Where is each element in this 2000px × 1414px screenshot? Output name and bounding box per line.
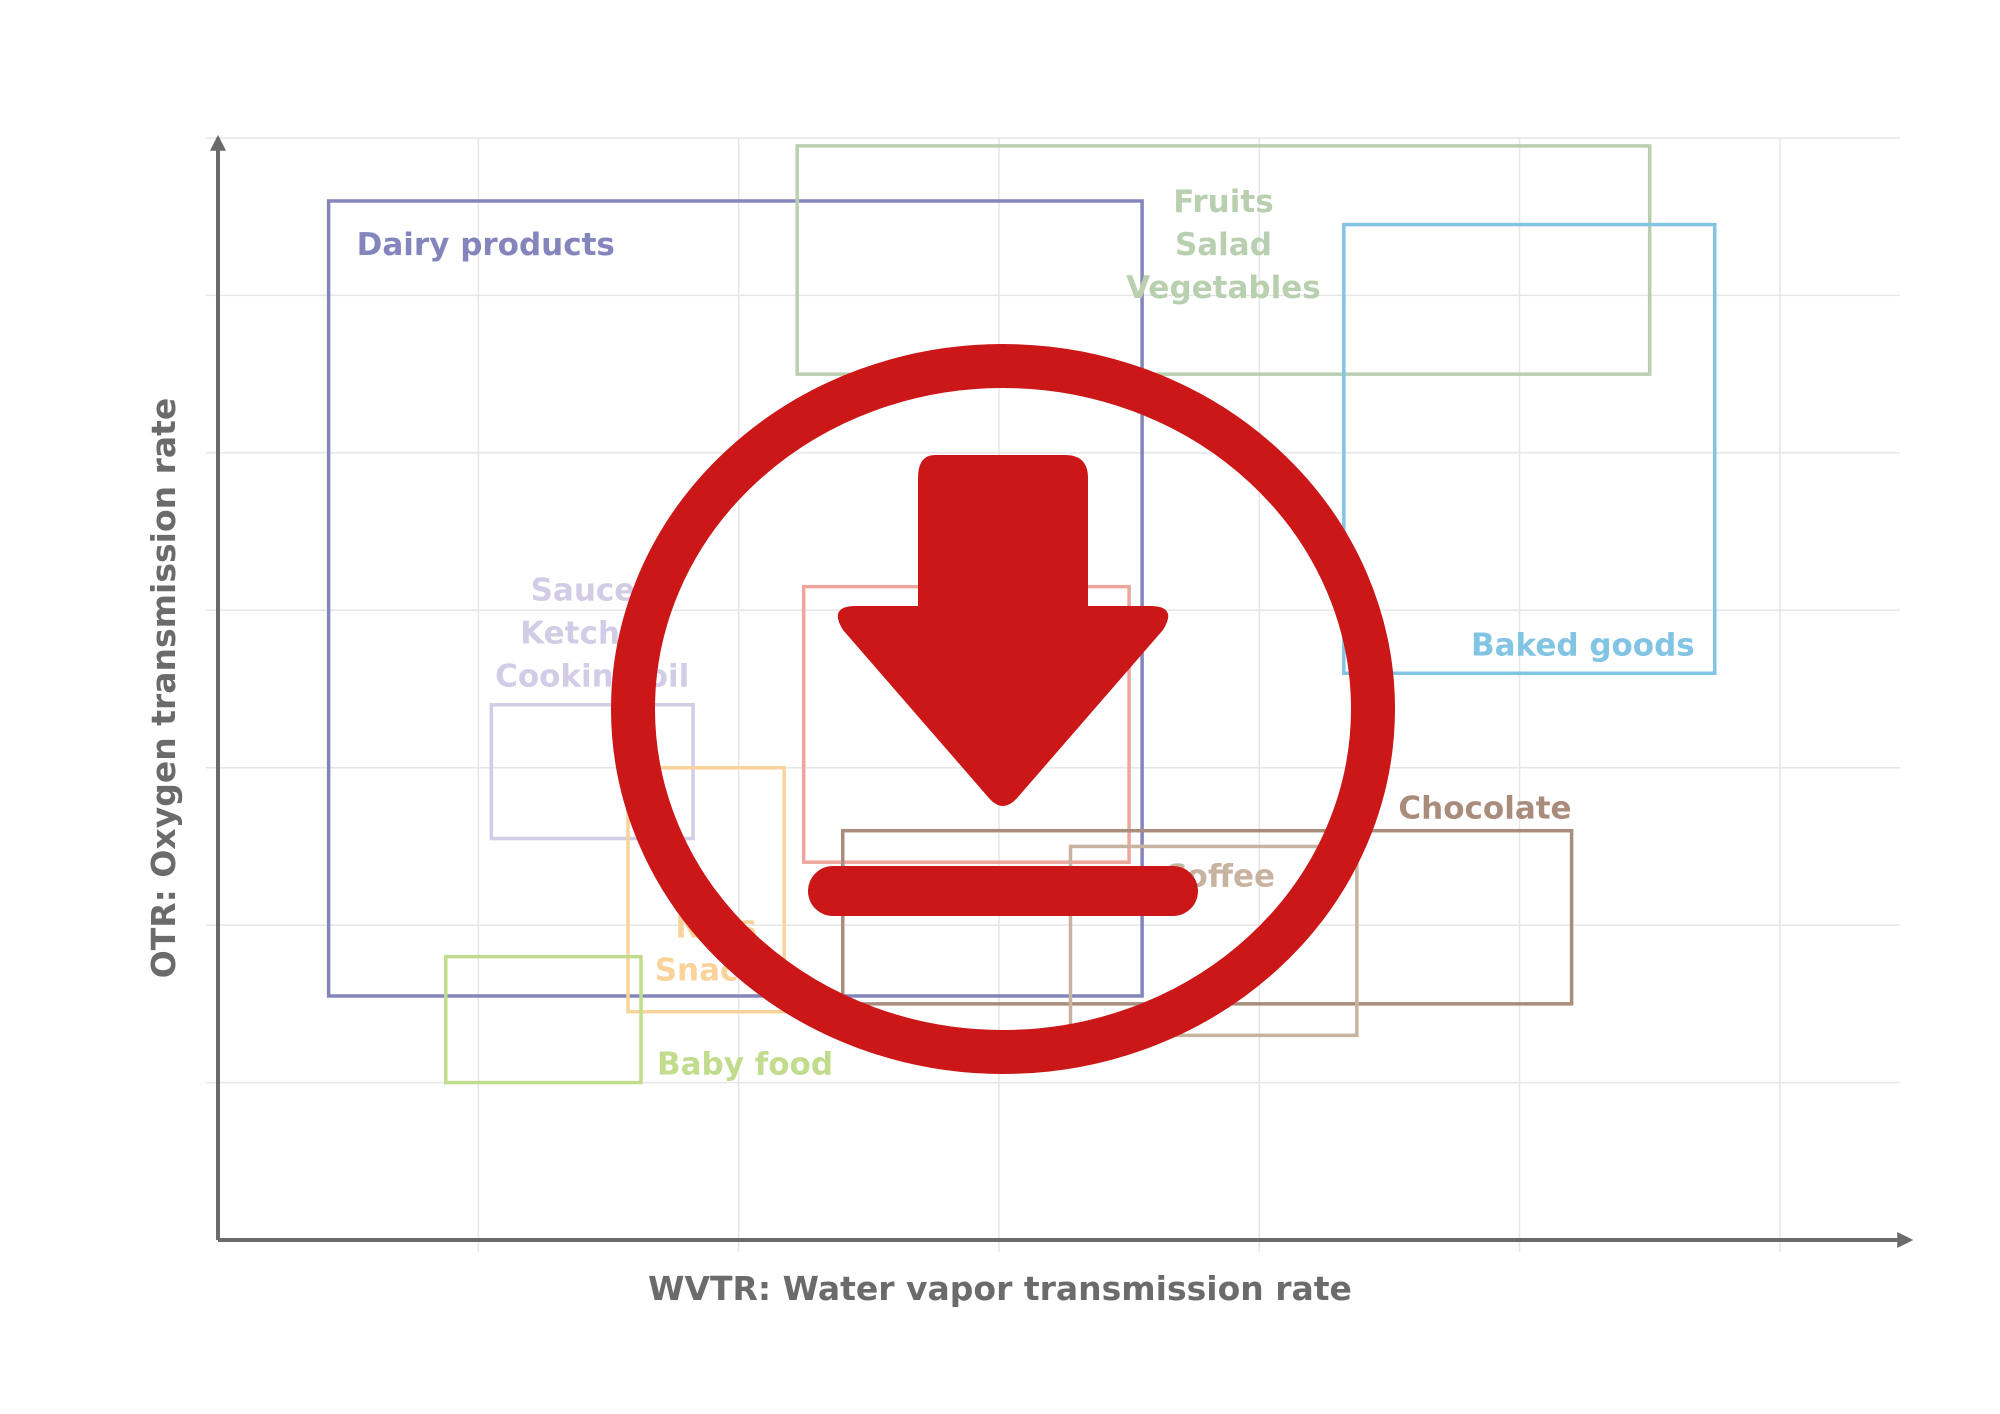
range-box-fruits-salad-vegetables bbox=[795, 144, 1652, 376]
range-label-line: Fruits bbox=[1173, 184, 1273, 220]
download-icon[interactable] bbox=[611, 344, 1395, 1074]
range-label-dairy-products: Dairy products bbox=[357, 227, 615, 263]
download-ring bbox=[611, 344, 1395, 1074]
range-label-line: Salad bbox=[1175, 227, 1272, 263]
range-label-chocolate: Chocolate bbox=[1398, 791, 1571, 827]
x-axis-title: WVTR: Water vapor transmission rate bbox=[648, 1269, 1352, 1308]
range-label-line: Cooking oil bbox=[495, 659, 689, 695]
range-boxes bbox=[326, 144, 1717, 1085]
range-label-line: Baby food bbox=[657, 1047, 833, 1083]
range-label-line: Vegetables bbox=[1126, 270, 1321, 306]
range-label-line: Dairy products bbox=[357, 227, 615, 263]
range-box-coffee bbox=[1068, 844, 1359, 1038]
grid bbox=[206, 137, 1900, 1252]
range-label-line: Baked goods bbox=[1471, 627, 1695, 663]
range-box-baby-food bbox=[444, 954, 643, 1085]
range-box-dairy-products bbox=[326, 199, 1144, 998]
range-label-baked-goods: Baked goods bbox=[1471, 627, 1695, 663]
y-axis-title: OTR: Oxygen transmission rate bbox=[144, 398, 183, 979]
range-box-baked-goods bbox=[1342, 222, 1717, 676]
range-box-nuts-snacks bbox=[626, 765, 786, 1014]
download-arrow bbox=[837, 455, 1169, 806]
range-label-baby-food: Baby food bbox=[657, 1047, 833, 1083]
download-baseline bbox=[808, 866, 1198, 916]
range-box-sauces-ketchup-cooking-oil bbox=[489, 702, 695, 841]
range-label-line: Chocolate bbox=[1398, 791, 1571, 827]
